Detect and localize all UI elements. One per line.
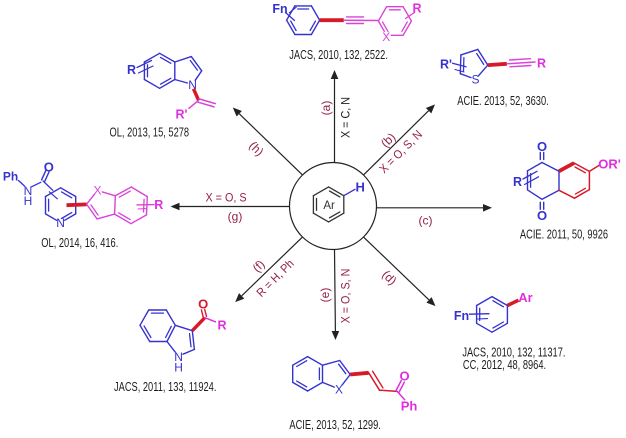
svg-text:ACIE. 2011, 50, 9926: ACIE. 2011, 50, 9926	[520, 228, 608, 242]
svg-text:Fn: Fn	[454, 309, 469, 323]
svg-text:R: R	[537, 57, 546, 71]
svg-text:S: S	[471, 72, 479, 86]
svg-text:R: R	[513, 175, 522, 189]
svg-text:O: O	[399, 368, 409, 383]
svg-text:Ar: Ar	[323, 200, 335, 212]
svg-text:R': R'	[440, 58, 452, 72]
svg-text:O: O	[198, 297, 208, 312]
svg-text:X: X	[382, 30, 390, 44]
svg-text:X: X	[335, 383, 343, 397]
svg-text:JACS, 2011, 133, 11924.: JACS, 2011, 133, 11924.	[114, 380, 216, 394]
svg-text:X = C, N: X = C, N	[340, 97, 353, 138]
svg-text:OR': OR'	[598, 156, 621, 171]
svg-text:CC, 2012, 48, 8964.: CC, 2012, 48, 8964.	[463, 359, 546, 373]
svg-text:H: H	[356, 179, 365, 194]
svg-text:JACS, 2010, 132, 2522.: JACS, 2010, 132, 2522.	[289, 48, 388, 62]
svg-text:O: O	[44, 160, 54, 175]
svg-text:ACIE, 2013, 52, 1299.: ACIE, 2013, 52, 1299.	[289, 418, 380, 432]
svg-text:X = O, S, N: X = O, S, N	[340, 269, 353, 324]
svg-text:ACIE. 2013, 52, 3630.: ACIE. 2013, 52, 3630.	[457, 95, 548, 109]
svg-text:H: H	[174, 361, 183, 375]
svg-text:OL, 2014, 16, 416.: OL, 2014, 16, 416.	[41, 236, 118, 250]
svg-text:(a): (a)	[319, 101, 333, 116]
svg-text:(c): (c)	[419, 214, 433, 228]
svg-text:Ph: Ph	[401, 399, 418, 414]
svg-text:Fn: Fn	[272, 2, 287, 16]
svg-text:R: R	[154, 198, 163, 212]
svg-text:H: H	[24, 194, 33, 208]
svg-text:X: X	[93, 184, 101, 198]
svg-text:R: R	[127, 63, 136, 77]
svg-text:R: R	[217, 319, 226, 333]
svg-text:Ar: Ar	[518, 290, 532, 305]
svg-text:N: N	[56, 216, 65, 230]
svg-text:O: O	[537, 139, 547, 154]
svg-text:O: O	[537, 208, 547, 223]
svg-text:(e): (e)	[318, 288, 332, 303]
svg-text:Ph: Ph	[3, 170, 18, 184]
svg-text:(g): (g)	[228, 210, 243, 224]
svg-text:X = O, S: X = O, S	[205, 192, 246, 205]
svg-text:R': R'	[176, 107, 188, 121]
svg-text:OL, 2013, 15, 5278: OL, 2013, 15, 5278	[110, 126, 190, 140]
